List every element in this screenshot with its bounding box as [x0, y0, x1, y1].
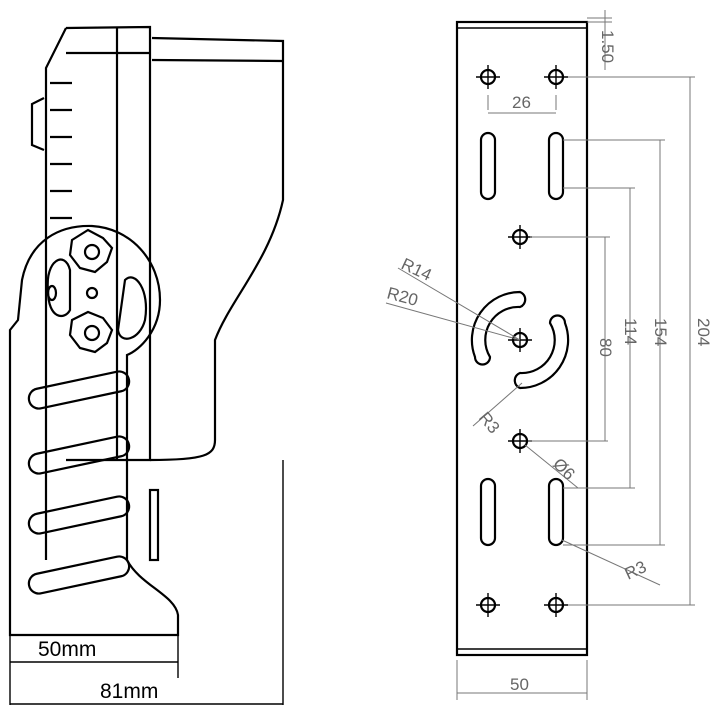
knob-icon: [68, 310, 114, 354]
bracket-slots: [27, 370, 131, 595]
mount-bracket: [8, 224, 180, 637]
dim-50mm: 50mm: [38, 638, 96, 661]
dim-26: 26: [512, 93, 531, 112]
vent-slots: [50, 81, 72, 220]
dim-114: 114: [621, 318, 640, 345]
knob-icon: [68, 228, 114, 274]
front-view: 26 80 114 154 204 1.50 50 R14 R20 R3 Ø6 …: [385, 10, 713, 700]
arc-slot-lower: [513, 314, 570, 390]
side-button: [30, 97, 45, 152]
slots: [479, 131, 565, 547]
dim-r3-slot: R3: [622, 557, 650, 583]
dim-80: 80: [596, 338, 615, 357]
dim-154: 154: [651, 318, 670, 346]
bracket-plate: [455, 20, 589, 657]
dim-1-50: 1.50: [598, 30, 617, 63]
camera-hood: [149, 36, 285, 462]
dim-50: 50: [510, 675, 529, 694]
dim-r3-arc: R3: [475, 408, 504, 437]
arc-slot-upper: [470, 290, 527, 366]
dim-r14: R14: [398, 254, 434, 284]
dim-204: 204: [694, 318, 713, 346]
dim-81mm: 81mm: [100, 680, 158, 703]
dim-r20: R20: [385, 284, 420, 310]
side-view: 50mm 81mm: [8, 25, 285, 705]
